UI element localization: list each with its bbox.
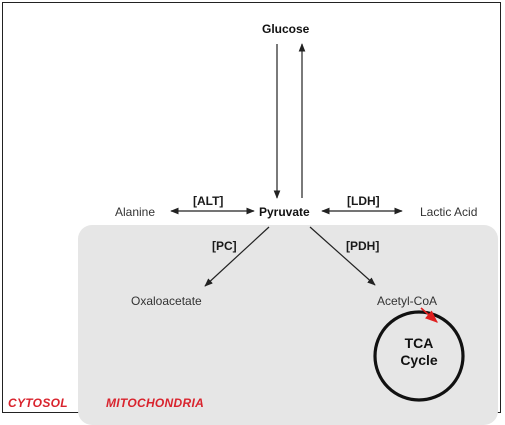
glucose-label: Glucose bbox=[262, 22, 310, 36]
pdh-arrow bbox=[309, 226, 376, 286]
cytosol-region-label: CYTOSOL bbox=[8, 396, 68, 410]
tca-cycle-circle bbox=[373, 310, 465, 402]
tca-label-line1: TCA bbox=[404, 335, 434, 351]
pc-enzyme-label: [PC] bbox=[212, 239, 237, 253]
mitochondria-region-label: MITOCHONDRIA bbox=[106, 396, 205, 410]
pyruvate-label: Pyruvate bbox=[259, 205, 310, 219]
acetyl-coa-label: Acetyl-CoA bbox=[377, 294, 438, 308]
tca-entry-red-arrow bbox=[420, 307, 438, 323]
tca-label-line2: Cycle bbox=[400, 352, 438, 368]
pdh-enzyme-label: [PDH] bbox=[346, 239, 380, 253]
lactic-acid-label: Lactic Acid bbox=[420, 205, 478, 219]
oxaloacetate-label: Oxaloacetate bbox=[131, 294, 202, 308]
mitochondria-region bbox=[78, 225, 498, 425]
pc-arrow bbox=[204, 226, 270, 287]
alanine-label: Alanine bbox=[115, 205, 156, 219]
ldh-enzyme-label: [LDH] bbox=[347, 194, 380, 208]
alt-enzyme-label: [ALT] bbox=[193, 194, 224, 208]
tca-cycle-label: TCA Cycle bbox=[374, 335, 464, 369]
